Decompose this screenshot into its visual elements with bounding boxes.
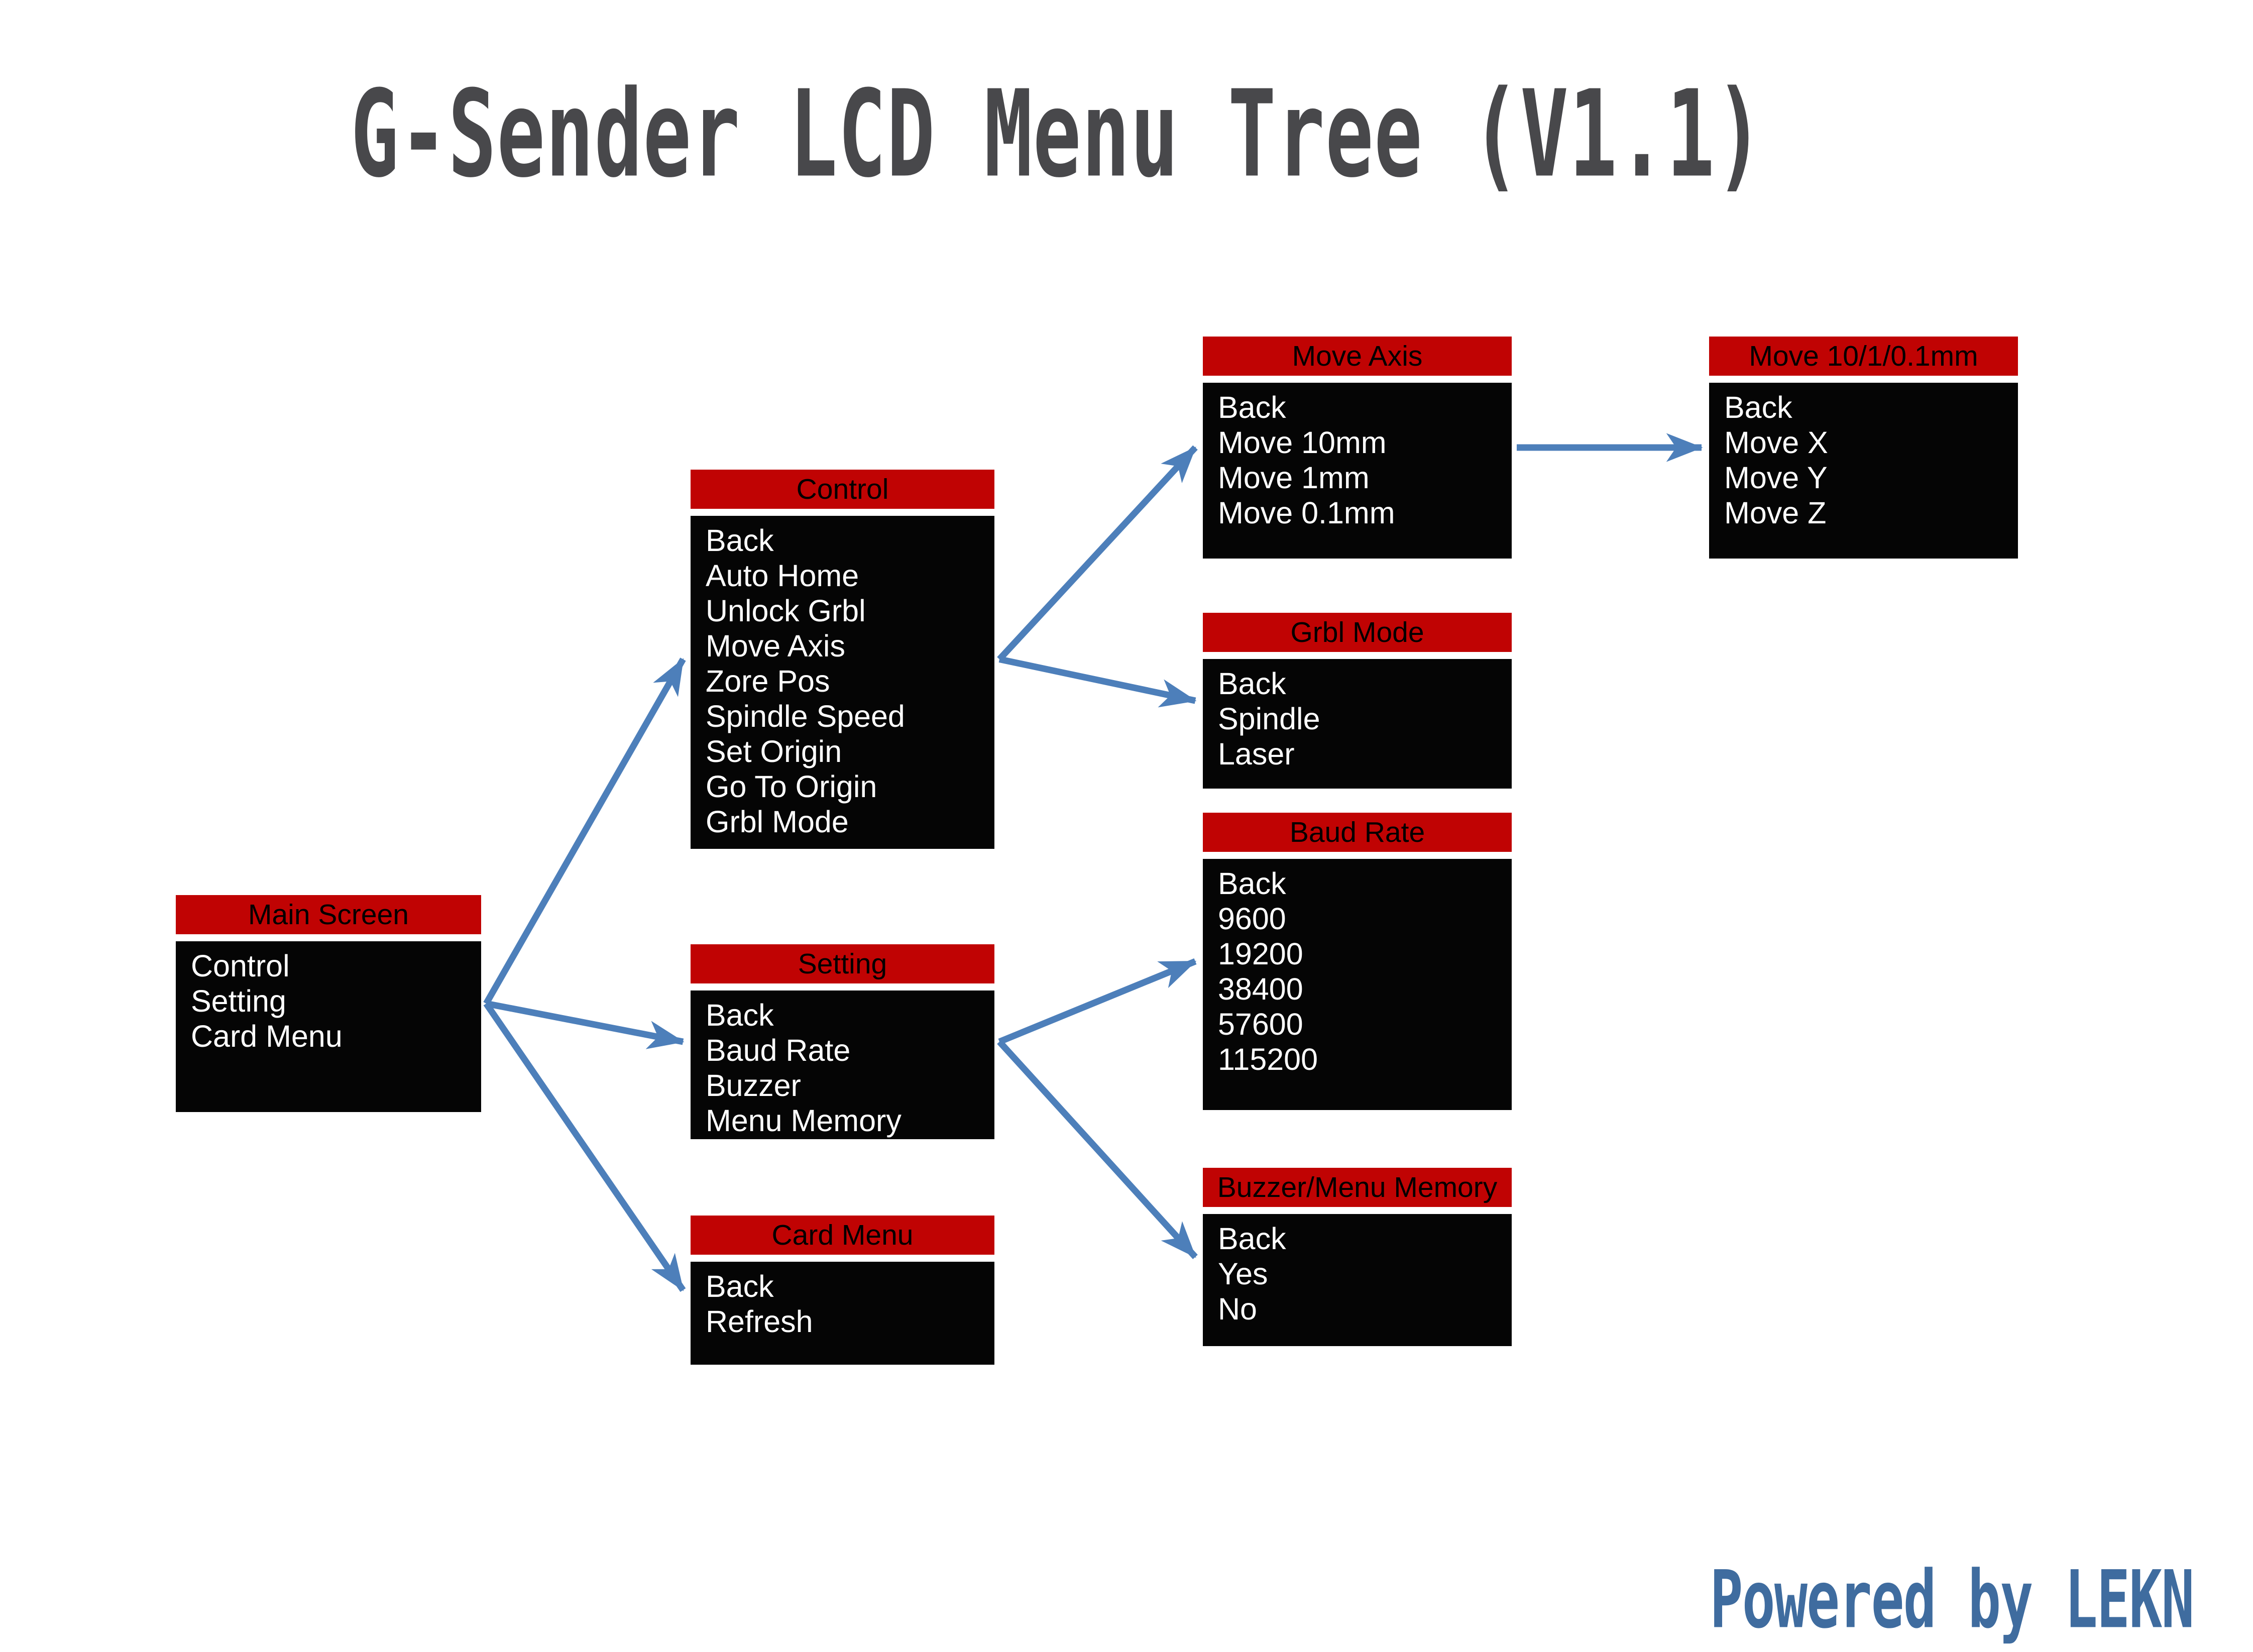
menu-box-header: Card Menu <box>691 1216 994 1255</box>
menu-item: Spindle <box>1218 702 1320 736</box>
menu-item: Yes <box>1218 1257 1268 1291</box>
menu-item: Auto Home <box>706 559 859 593</box>
menu-item: Laser <box>1218 737 1295 771</box>
menu-item: Back <box>1218 667 1286 701</box>
menu-item: No <box>1218 1292 1257 1326</box>
connector-arrow-main-screen-to-setting <box>485 1000 685 1049</box>
menu-item: 115200 <box>1218 1042 1318 1076</box>
menu-item: Back <box>1218 866 1286 901</box>
menu-item: 9600 <box>1218 902 1286 936</box>
menu-item: Setting <box>191 984 286 1018</box>
menu-item: Move Y <box>1724 461 1828 495</box>
connector-arrow-main-screen-to-card-menu <box>483 1002 686 1292</box>
menu-item: Grbl Mode <box>706 805 849 839</box>
connector-arrow-setting-to-baud-rate <box>998 958 1197 1045</box>
menu-box-header: Baud Rate <box>1203 813 1512 852</box>
menu-item: 38400 <box>1218 972 1303 1006</box>
menu-item: Go To Origin <box>706 769 877 804</box>
menu-box-header: Move Axis <box>1203 337 1512 376</box>
menu-box-header: Grbl Mode <box>1203 613 1512 652</box>
menu-item: Back <box>706 1269 774 1303</box>
menu-item: Buzzer <box>706 1068 801 1103</box>
menu-box-header: Move 10/1/0.1mm <box>1709 337 2018 376</box>
menu-item: Move Z <box>1724 496 1827 530</box>
menu-item: Refresh <box>706 1304 813 1339</box>
menu-item: Move 0.1mm <box>1218 496 1395 530</box>
menu-item: Back <box>706 998 774 1032</box>
menu-box-header: Setting <box>691 944 994 983</box>
menu-item: Back <box>1218 390 1286 424</box>
menu-item: Baud Rate <box>706 1033 851 1067</box>
menu-item: Unlock Grbl <box>706 594 866 628</box>
footer-credit: Powered by LEKN <box>1710 1553 2195 1646</box>
menu-item: Back <box>1724 390 1792 424</box>
menu-item: Card Menu <box>191 1019 343 1053</box>
menu-item: Move 10mm <box>1218 425 1387 460</box>
connector-arrow-main-screen-to-control <box>483 657 686 1006</box>
menu-item: Spindle Speed <box>706 699 905 733</box>
menu-item: Back <box>706 523 774 558</box>
menu-item: Set Origin <box>706 734 842 768</box>
menu-item: 57600 <box>1218 1007 1303 1041</box>
menu-item: Control <box>191 949 290 983</box>
menu-item: Move 1mm <box>1218 461 1370 495</box>
menu-item: Menu Memory <box>706 1104 902 1138</box>
menu-box-header: Main Screen <box>176 895 481 934</box>
menu-item: Move X <box>1724 425 1828 460</box>
connector-arrow-control-to-grbl-mode <box>998 656 1197 708</box>
menu-item: Zore Pos <box>706 664 830 698</box>
connector-arrow-control-to-move-axis <box>997 445 1198 662</box>
menu-item: Move Axis <box>706 629 845 663</box>
connector-arrow-setting-to-buzzer-menu-memory <box>997 1039 1198 1259</box>
menu-item: 19200 <box>1218 937 1303 971</box>
menu-box-header: Control <box>691 470 994 509</box>
menu-item: Back <box>1218 1222 1286 1256</box>
menu-box-header: Buzzer/Menu Memory <box>1203 1168 1512 1207</box>
